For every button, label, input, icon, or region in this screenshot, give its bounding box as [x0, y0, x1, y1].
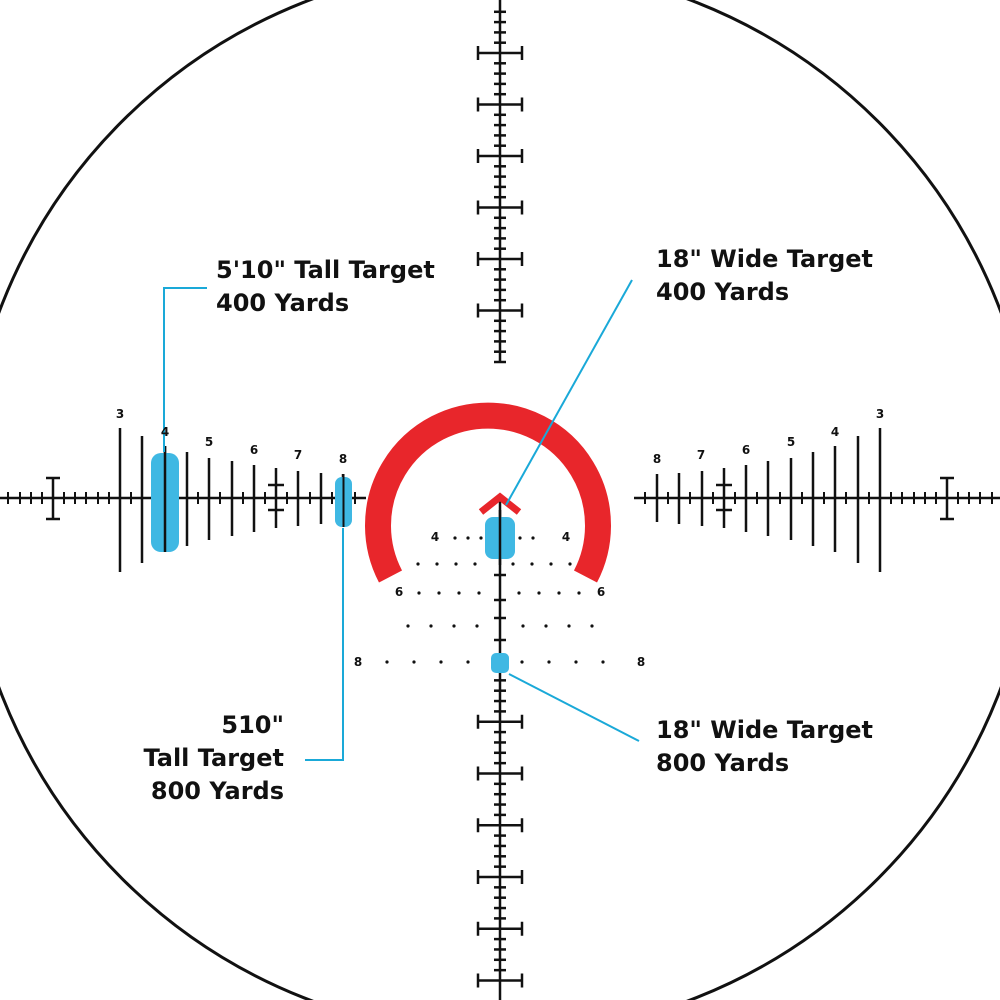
stadia-right-number: 8 [653, 452, 661, 466]
chevron-up-icon [478, 492, 522, 515]
wind-row-number: 4 [562, 530, 570, 544]
wind-dot [406, 624, 410, 628]
callout-line: 510" [221, 711, 284, 739]
stadia-left-number: 6 [250, 443, 258, 457]
wind-dot [416, 562, 420, 566]
callout-line: 400 Yards [656, 278, 790, 306]
stadia-right-number: 5 [787, 435, 795, 449]
callout-tall-400: 5'10" Tall Target 400 Yards [216, 254, 435, 320]
wind-dot [531, 536, 535, 540]
horseshoe-icon [365, 402, 611, 583]
leader-tall-800 [305, 528, 344, 761]
wind-dot [567, 624, 571, 628]
right-stadia [644, 428, 882, 572]
wind-dot [518, 536, 522, 540]
wind-row-number: 6 [597, 585, 605, 599]
wind-dot [412, 660, 416, 664]
wind-dot [590, 624, 594, 628]
wind-dot [520, 660, 524, 664]
callout-line: 800 Yards [656, 749, 790, 777]
callout-line: 5'10" Tall Target [216, 256, 435, 284]
wind-dot [544, 624, 548, 628]
wind-dot [435, 562, 439, 566]
leader-tall-400 [163, 287, 207, 452]
wind-dot [439, 660, 443, 664]
callout-tall-800: 510" Tall Target 800 Yards [143, 709, 284, 808]
wind-dot [453, 536, 457, 540]
target-wide-800 [491, 653, 509, 673]
stadia-left-number: 8 [339, 452, 347, 466]
stadia-left-number: 7 [294, 448, 302, 462]
wind-dot [517, 591, 521, 595]
wind-dot [452, 624, 456, 628]
callout-wide-800: 18" Wide Target 800 Yards [656, 714, 873, 780]
wind-dot [475, 624, 479, 628]
wind-row-number: 6 [395, 585, 403, 599]
wind-dot [457, 591, 461, 595]
wind-dot [549, 562, 553, 566]
wind-dot [454, 562, 458, 566]
stadia-left-number: 5 [205, 435, 213, 449]
wind-dot [557, 591, 561, 595]
callout-line: 800 Yards [150, 777, 284, 805]
wind-dot [417, 591, 421, 595]
leader-wide-400 [505, 279, 633, 506]
wind-dot [521, 624, 525, 628]
stadia-right-number: 3 [876, 407, 884, 421]
stadia-left-number: 3 [116, 407, 124, 421]
wind-row-number: 8 [637, 655, 645, 669]
wind-dot [466, 536, 470, 540]
stadia-right-number: 7 [697, 448, 705, 462]
bottom-ticks [476, 573, 524, 988]
wind-dot [477, 591, 481, 595]
right-outer-ticks [890, 476, 993, 521]
wind-dots [385, 536, 605, 664]
wind-dot [385, 660, 389, 664]
wind-dot [537, 591, 541, 595]
callout-line: 18" Wide Target [656, 716, 874, 744]
wind-row-number: 4 [431, 530, 439, 544]
wind-dot [601, 660, 605, 664]
wind-dot [466, 660, 470, 664]
wind-row-number: 8 [354, 655, 362, 669]
wind-dot [479, 536, 483, 540]
leader-wide-800 [508, 673, 640, 742]
wind-dot [473, 562, 477, 566]
left-outer-ticks [7, 476, 110, 521]
wind-dot [547, 660, 551, 664]
stadia-right-number: 4 [831, 425, 839, 439]
callout-line: 400 Yards [216, 289, 350, 317]
stadia-right-number: 6 [742, 443, 750, 457]
top-ticks [476, 10, 524, 364]
wind-dot [530, 562, 534, 566]
callout-wide-400: 18" Wide Target 400 Yards [656, 243, 873, 309]
stadia-left-number: 4 [161, 425, 169, 439]
wind-dot [437, 591, 441, 595]
callout-line: 18" Wide Target [656, 245, 874, 273]
wind-dot [577, 591, 581, 595]
wind-dot [511, 562, 515, 566]
callout-line: Tall Target [143, 744, 284, 772]
wind-dot [574, 660, 578, 664]
wind-dot [568, 562, 572, 566]
wind-dot [429, 624, 433, 628]
